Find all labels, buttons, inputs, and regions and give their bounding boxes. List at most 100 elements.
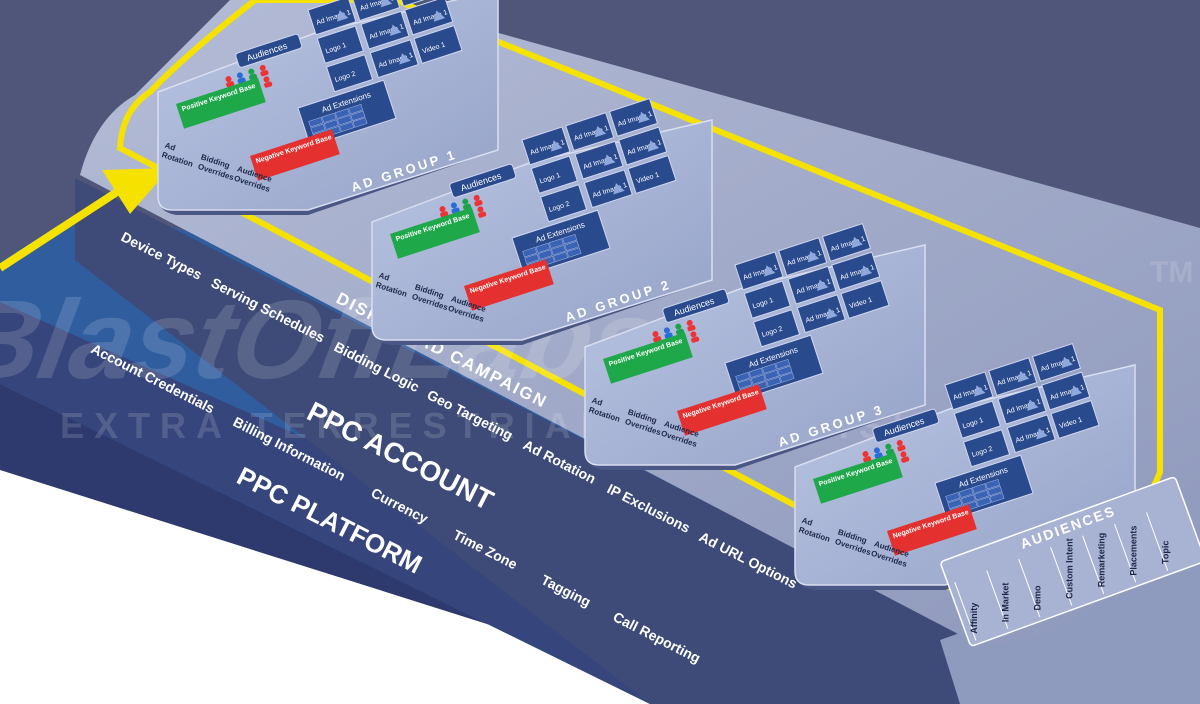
person-icon [663,327,670,334]
person-icon [686,319,693,326]
person-icon [897,445,906,452]
mountain-icon [807,251,820,263]
person-icon [248,68,255,75]
person-icon [687,325,696,332]
mountain-icon [1017,371,1030,383]
ad-image-tile [618,126,668,166]
audience-type: Affinity [969,603,979,634]
ad-image-tile [360,10,410,50]
ad-image-tile [1006,414,1056,454]
logo-tile [539,184,588,223]
video-tile [840,280,890,319]
negative-keyword-panel [887,504,977,556]
person-icon [259,64,266,71]
mountain-icon [604,154,616,166]
ad-image-tile [369,39,419,79]
table-cell-icon [775,359,791,370]
positive-keyword-panel [390,207,480,259]
audience-type: In Market [1001,583,1011,623]
ad-image-tile [574,140,624,180]
table-cell-icon [958,487,974,499]
video-tile [1050,400,1100,439]
audience-type: Placements [1129,526,1139,576]
ad-image-tile [1031,342,1082,382]
watermark-trademark: TM [1150,256,1193,289]
mountain-icon [860,265,873,277]
person-icon [236,72,243,79]
person-icon [885,443,892,450]
ad-extensions-block: Ad Extensions [724,334,824,402]
person-icon [474,200,483,207]
mountain-icon [1036,428,1048,440]
person-icon [439,206,446,213]
person-icon [477,206,484,213]
logo-tile [316,25,364,64]
person-icon [652,331,659,338]
table-cell-icon [337,115,352,126]
table-cell-icon [548,238,564,249]
mountain-icon [551,140,563,152]
table-cell-icon [735,372,751,383]
ad-image-tile [821,222,872,262]
person-icon [691,336,700,343]
table-cell-icon [553,251,569,263]
person-icon [690,331,697,338]
mountain-icon [817,279,829,291]
person-icon [462,198,469,205]
ad-image-tile [944,371,994,411]
ad-image-tile [997,385,1047,425]
table-cell-icon [551,245,566,256]
negative-keyword-panel [464,259,554,311]
table-cell-icon [989,492,1005,503]
table-cell-icon [947,498,963,510]
audience-type: Demo [1033,585,1043,611]
logo-tile [325,54,374,93]
video-tile [627,155,677,194]
table-cell-icon [535,242,551,254]
audiences-badge [872,408,940,443]
person-icon [901,456,910,463]
table-cell-icon [321,112,337,124]
audiences-badge [662,288,730,323]
table-cell-icon [779,372,795,383]
positive-keyword-panel [176,77,266,129]
ad-image-tile [565,112,615,152]
ad-image-tile [831,251,881,291]
audience-divider [1018,558,1041,618]
audiences-badge [235,33,303,68]
video-tile [413,25,463,64]
ad-image-tile [796,294,846,334]
campaign-slab-side [75,178,970,704]
person-icon [675,323,682,330]
audience-divider [1146,512,1169,571]
mountain-icon [638,111,650,124]
audience-divider [954,581,977,641]
mountain-icon [390,24,402,36]
table-cell-icon [352,117,368,128]
override-label: Ad [801,516,814,528]
ad-image-tile [1041,371,1091,411]
table-cell-icon [985,479,1001,490]
mountain-icon [380,0,393,8]
person-icon [264,81,273,88]
table-cell-icon [522,247,538,258]
table-cell-icon [537,249,553,260]
logo-tile [743,280,791,319]
mountain-icon [851,236,863,249]
audience-type: Custom Intent [1065,538,1075,599]
logo-tile [752,309,801,348]
table-cell-icon [348,104,364,115]
person-icon [478,211,487,218]
table-cell-icon [971,483,987,494]
ad-image-tile [307,0,357,36]
mountain-icon [337,10,349,22]
table-cell-icon [960,494,976,505]
table-cell-icon [750,374,766,385]
positive-keyword-panel [813,452,903,504]
